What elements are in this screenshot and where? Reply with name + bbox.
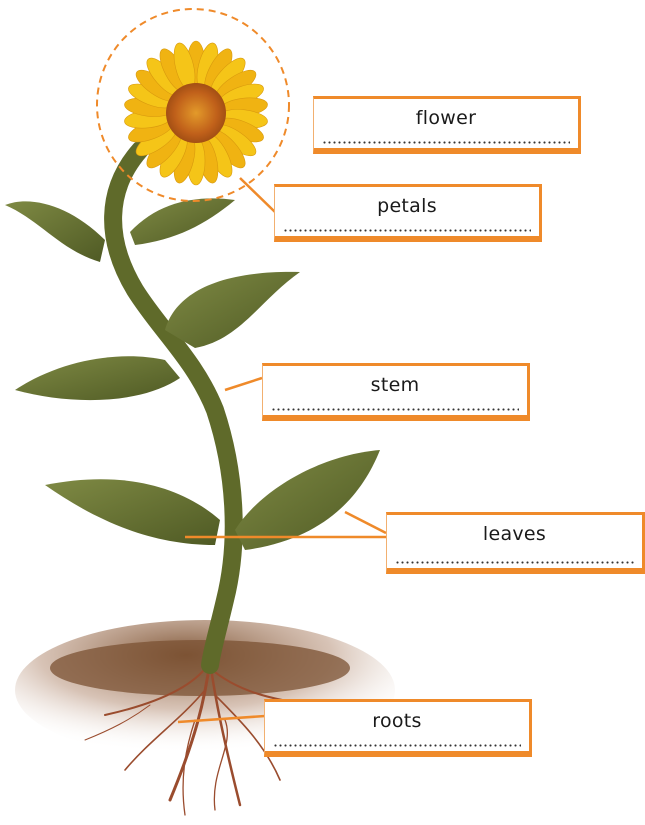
flower-illustration	[123, 41, 268, 185]
label-box-petals: petals	[274, 184, 542, 242]
label-petals: petals	[275, 195, 539, 217]
label-box-flower: flower	[313, 96, 581, 154]
answer-line-leaves	[395, 558, 634, 566]
pointer-leaves	[345, 512, 386, 533]
answer-line-flower	[322, 138, 570, 146]
label-leaves: leaves	[387, 523, 642, 545]
answer-line-petals	[283, 226, 531, 234]
answer-line-stem	[271, 405, 519, 413]
pointer-stem	[225, 378, 262, 390]
label-box-leaves: leaves	[386, 512, 645, 574]
answer-line-roots	[273, 741, 521, 749]
label-stem: stem	[263, 374, 527, 396]
label-roots: roots	[265, 710, 529, 732]
pointer-petals	[240, 178, 275, 212]
label-flower: flower	[314, 107, 578, 129]
label-box-roots: roots	[264, 699, 532, 757]
label-box-stem: stem	[262, 363, 530, 421]
